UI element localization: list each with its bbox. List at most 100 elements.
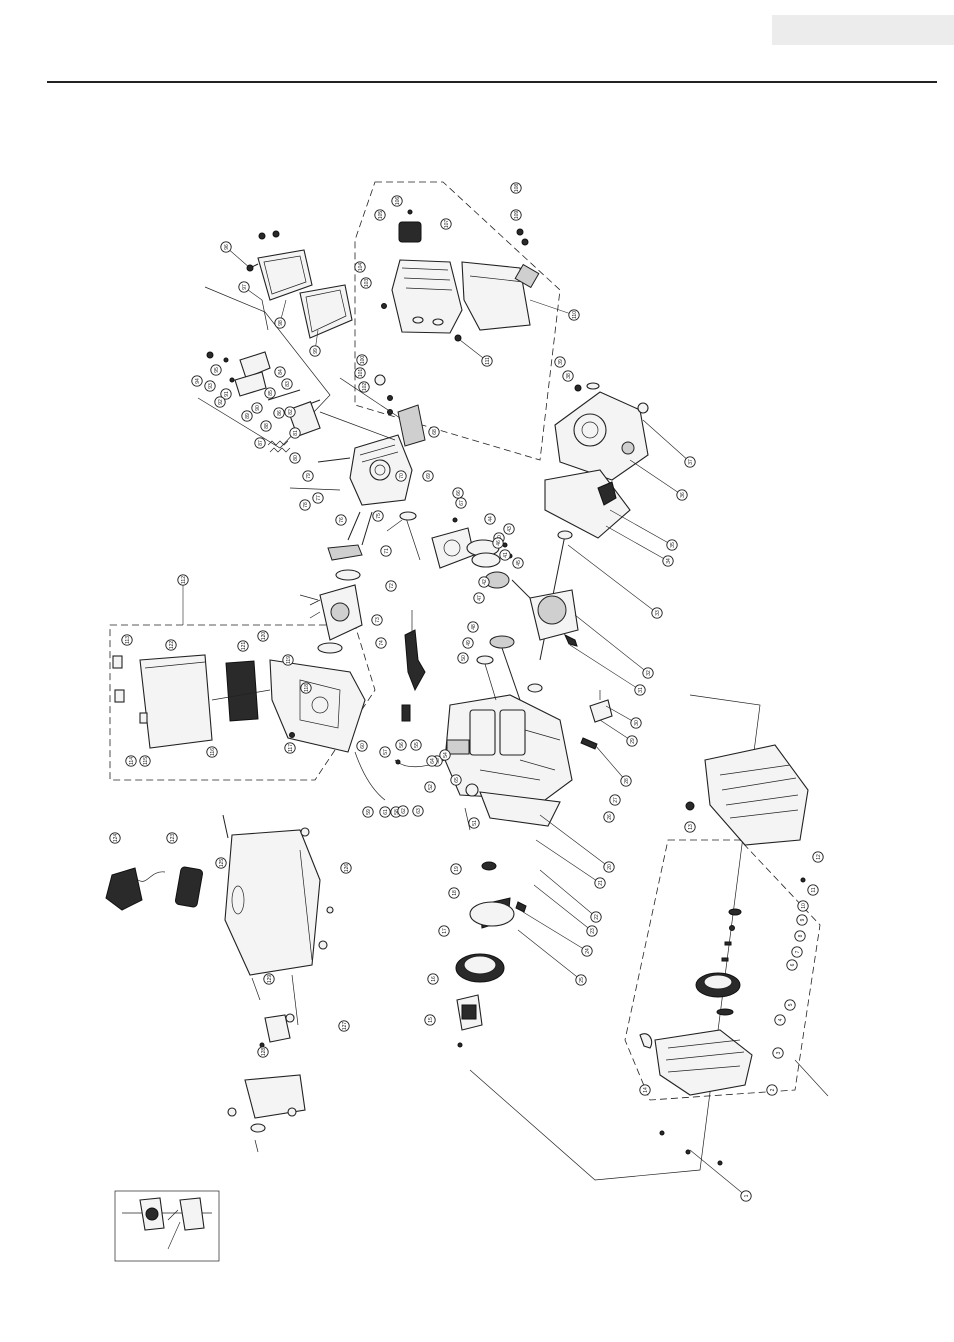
callout-number: 45 — [516, 560, 522, 566]
callout-number: 27 — [613, 797, 619, 803]
callout-number: 127 — [342, 1022, 348, 1031]
callout-balloon: 15 — [424, 1014, 436, 1026]
callout-number: 36 — [680, 492, 686, 498]
callout-number: 105 — [378, 211, 384, 220]
callout-number: 116 — [210, 748, 216, 756]
callout-number: 44 — [488, 516, 494, 522]
callout-balloon: 46 — [492, 537, 504, 549]
callout-balloon: 47 — [473, 592, 485, 604]
callout-number: 32 — [646, 670, 652, 676]
callout-number: 68 — [432, 429, 438, 435]
callout-number: 47 — [477, 595, 483, 601]
callout-balloon: 4 — [774, 1014, 786, 1026]
callout-balloon: 24 — [581, 945, 593, 957]
callout-number: 90 — [255, 405, 261, 411]
callout-number: 89 — [245, 413, 251, 419]
callout-balloon: 126 — [340, 862, 352, 874]
muffler-heat-shield-part — [391, 259, 463, 334]
callout-number: 111 — [485, 357, 491, 365]
callout-balloon: 127 — [338, 1020, 350, 1032]
carb-insulator — [327, 544, 363, 561]
callout-number: 91 — [224, 391, 230, 397]
valve-head — [399, 511, 417, 521]
callout-number: 85 — [268, 390, 274, 396]
callout-balloon: 36 — [676, 489, 688, 501]
crank-seal — [557, 530, 573, 540]
spark-plug — [317, 457, 351, 463]
ignition-coil-part — [469, 897, 515, 929]
callout-balloon: 22 — [590, 911, 602, 923]
callout-balloon: 106 — [391, 195, 403, 207]
callout-balloon: 116 — [206, 746, 218, 758]
callout-balloon: 5 — [784, 999, 796, 1011]
callout-balloon: 83 — [281, 378, 293, 390]
callout-balloon: 42 — [478, 576, 490, 588]
callout-number: 65 — [454, 777, 460, 783]
header-divider — [47, 81, 937, 83]
callout-number: 48 — [471, 624, 477, 630]
callout-balloon: 111 — [481, 355, 493, 367]
callout-balloon: 18 — [448, 887, 460, 899]
callout-number: 98 — [278, 320, 284, 326]
muffler-body-part — [461, 261, 540, 331]
callout-balloon: 54 — [439, 749, 451, 761]
callout-number: 74 — [379, 640, 385, 646]
callout-balloon: 29 — [626, 735, 638, 747]
callout-number: 19 — [454, 866, 460, 872]
callout-balloon: 84 — [274, 366, 286, 378]
callout-balloon: 97 — [238, 281, 250, 293]
callout-number: 23 — [590, 928, 596, 934]
callout-balloon: 103 — [360, 277, 372, 289]
callout-balloon: 51 — [468, 817, 480, 829]
callout-balloon: 85 — [264, 387, 276, 399]
callout-balloon: 8 — [794, 930, 806, 942]
callout-balloon: 90 — [251, 402, 263, 414]
callout-number: 94 — [195, 378, 201, 384]
callout-balloon: 14 — [639, 1084, 651, 1096]
callout-balloon: 80 — [289, 452, 301, 464]
callout-balloon: 102 — [358, 381, 370, 393]
callout-number: 97 — [242, 284, 248, 290]
connecting-rod — [511, 579, 533, 601]
valve-springs — [267, 440, 291, 453]
callout-number: 13 — [688, 824, 694, 830]
callout-number: 102 — [362, 383, 368, 392]
callout-number: 71 — [384, 548, 390, 554]
crankcase-part — [444, 694, 573, 801]
callout-number: 8 — [798, 934, 804, 937]
callout-balloon: 9 — [796, 914, 808, 926]
callout-number: 42 — [482, 579, 488, 585]
callout-balloon: 65 — [450, 774, 462, 786]
callout-balloon: 41 — [499, 549, 511, 561]
fuel-tank-part — [224, 829, 321, 976]
callout-balloon: 57 — [379, 746, 391, 758]
callout-number: 49 — [466, 640, 472, 646]
callout-balloon: 33 — [651, 607, 663, 619]
callout-number: 101 — [358, 369, 364, 378]
inset-carburetor-part — [122, 1197, 212, 1231]
callout-number: 5 — [788, 1003, 794, 1006]
callout-balloon: 119 — [282, 654, 294, 666]
callout-balloon: 21 — [594, 877, 606, 889]
leader-lines — [167, 246, 829, 1250]
callout-number: 73 — [375, 617, 381, 623]
callout-number: 84 — [278, 369, 284, 375]
callout-number: 4 — [778, 1018, 784, 1021]
callout-balloon: 117 — [284, 742, 296, 754]
callout-number: 20 — [607, 864, 613, 870]
callout-number: 6 — [790, 963, 796, 966]
callout-number: 56 — [399, 742, 405, 748]
callout-number: 38 — [566, 373, 572, 379]
callout-balloon: 125 — [215, 857, 227, 869]
oil-sensor — [589, 699, 613, 723]
callout-number: 15 — [428, 1017, 434, 1023]
callout-number: 51 — [472, 820, 478, 826]
callout-balloon: 86 — [273, 407, 285, 419]
callout-balloon: 96 — [220, 241, 232, 253]
callout-balloon: 71 — [380, 545, 392, 557]
callout-number: 17 — [442, 928, 448, 934]
callout-number: 58 — [394, 809, 400, 815]
callout-number: 77 — [316, 495, 322, 501]
callout-balloon: 62 — [397, 805, 409, 817]
